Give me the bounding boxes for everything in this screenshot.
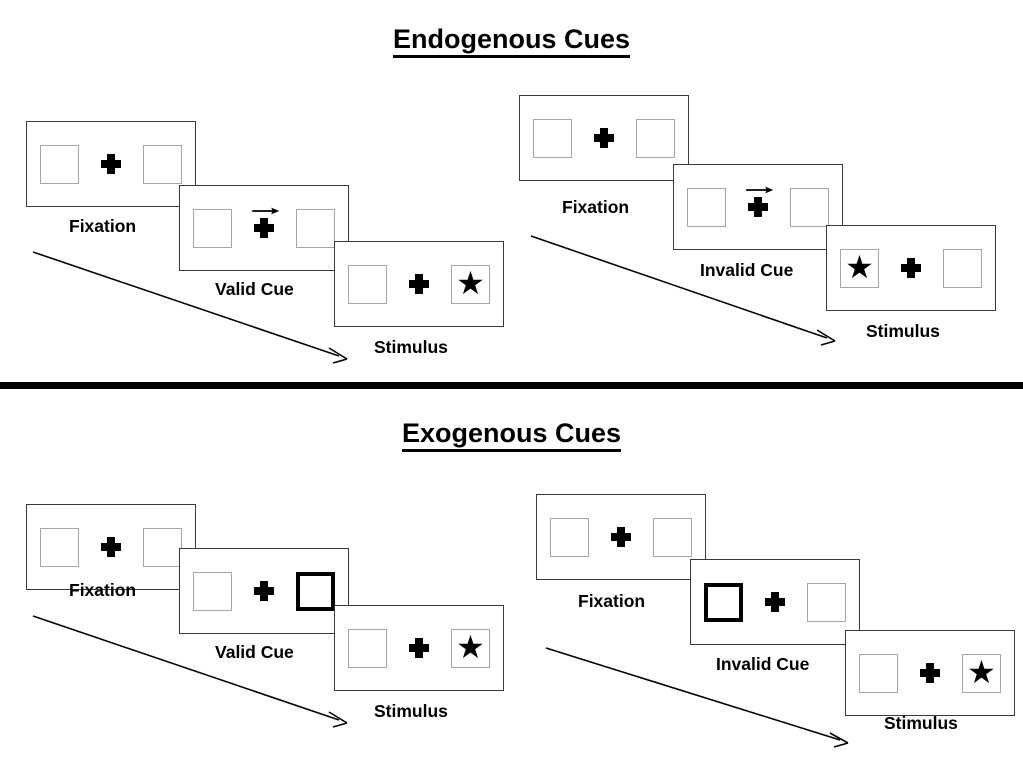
panel-exogenous-valid-fixation	[26, 504, 196, 590]
star-icon: ★	[967, 654, 996, 690]
fixation-cross-icon	[96, 145, 126, 184]
square-left	[348, 628, 387, 668]
square-left	[859, 653, 898, 693]
square-left	[193, 571, 232, 611]
panel-exogenous-valid-cue	[179, 548, 349, 634]
panel-endogenous-invalid-cue	[673, 164, 843, 250]
caption-endogenous-invalid-fixation: Fixation	[562, 197, 630, 217]
square-left	[193, 208, 232, 248]
fixation-cross-icon	[404, 629, 434, 668]
section-divider	[0, 382, 1023, 389]
panel-endogenous-valid-cue	[179, 185, 349, 271]
caption-exogenous-invalid-fixation: Fixation	[578, 591, 646, 611]
fixation-cross-icon	[589, 119, 619, 158]
fixation-cross-icon	[760, 583, 790, 622]
square-right	[296, 208, 335, 248]
section-title-endogenous-text: Endogenous Cues	[392, 24, 630, 58]
square-right: ★	[451, 628, 490, 668]
square-right	[636, 118, 675, 158]
square-right	[653, 517, 692, 557]
fixation-cross-icon	[915, 654, 945, 693]
section-title-exogenous: Exogenous Cues	[0, 418, 1023, 452]
square-right	[143, 527, 182, 567]
square-left-cued	[704, 582, 743, 622]
square-right	[807, 582, 846, 622]
square-right: ★	[962, 653, 1001, 693]
caption-exogenous-valid-cue: Valid Cue	[215, 642, 294, 662]
panel-exogenous-invalid-stimulus: ★	[845, 630, 1015, 716]
panel-endogenous-valid-stimulus: ★	[334, 241, 504, 327]
section-title-exogenous-text: Exogenous Cues	[401, 418, 622, 452]
panel-endogenous-valid-fixation	[26, 121, 196, 207]
square-left: ★	[840, 248, 879, 288]
section-title-endogenous: Endogenous Cues	[0, 24, 1023, 58]
caption-endogenous-valid-stimulus: Stimulus	[374, 337, 448, 357]
caption-endogenous-invalid-stimulus: Stimulus	[866, 321, 940, 341]
fixation-cross-icon	[96, 528, 126, 567]
square-left	[40, 527, 79, 567]
fixation-cross-icon	[606, 518, 636, 557]
panel-exogenous-invalid-cue	[690, 559, 860, 645]
caption-endogenous-valid-fixation: Fixation	[69, 216, 137, 236]
caption-endogenous-valid-cue: Valid Cue	[215, 279, 294, 299]
square-left	[687, 187, 726, 227]
caption-exogenous-invalid-cue: Invalid Cue	[716, 654, 810, 674]
square-left	[533, 118, 572, 158]
panel-endogenous-invalid-stimulus: ★	[826, 225, 996, 311]
square-right	[790, 187, 829, 227]
fixation-cross-icon	[896, 249, 926, 288]
star-icon: ★	[456, 265, 485, 301]
caption-exogenous-valid-fixation: Fixation	[69, 580, 137, 600]
caption-endogenous-invalid-cue: Invalid Cue	[700, 260, 794, 280]
star-icon: ★	[456, 629, 485, 665]
time-arrow-exogenous-invalid	[545, 647, 849, 748]
square-right: ★	[451, 264, 490, 304]
caption-exogenous-valid-stimulus: Stimulus	[374, 701, 448, 721]
square-left	[550, 517, 589, 557]
fixation-cross-icon	[404, 265, 434, 304]
panel-exogenous-valid-stimulus: ★	[334, 605, 504, 691]
square-right-cued	[296, 571, 335, 611]
arrow-right-cue-icon	[252, 207, 280, 214]
caption-exogenous-invalid-stimulus: Stimulus	[884, 713, 958, 733]
fixation-cross-icon	[743, 186, 774, 227]
fixation-cross-icon	[249, 572, 279, 611]
arrow-right-cue-icon	[746, 186, 774, 193]
panel-endogenous-invalid-fixation	[519, 95, 689, 181]
square-left	[348, 264, 387, 304]
square-left	[40, 144, 79, 184]
square-right	[943, 248, 982, 288]
fixation-cross-icon	[249, 207, 280, 248]
star-icon: ★	[845, 249, 874, 285]
square-right	[143, 144, 182, 184]
panel-exogenous-invalid-fixation	[536, 494, 706, 580]
